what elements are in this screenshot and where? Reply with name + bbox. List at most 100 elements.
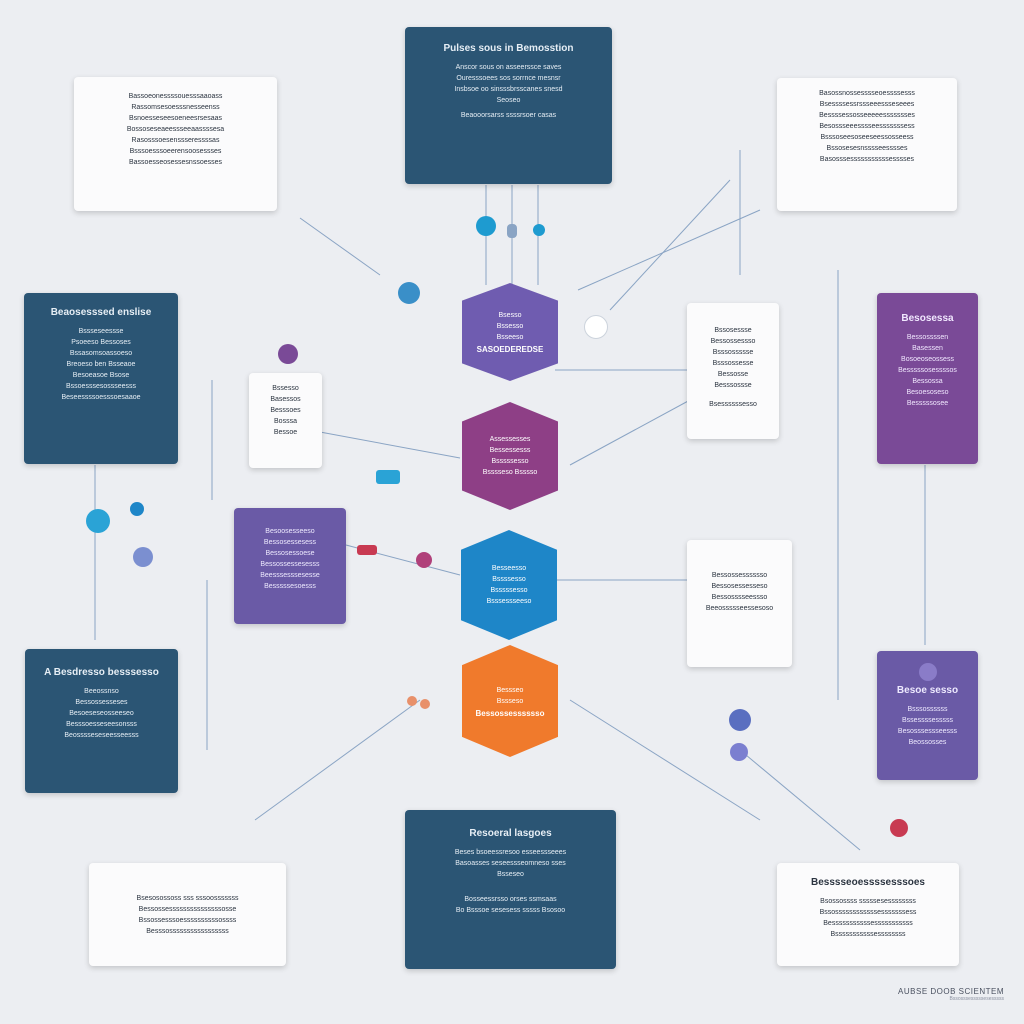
box-line: Bessosessesess [263, 539, 317, 546]
box-line: Bssossssssssssssesssssssess [819, 909, 917, 916]
box-line: Beesssesssesesse [260, 572, 320, 579]
box-line: Basessos [270, 396, 301, 403]
hex-line: Bsssssesso [490, 587, 528, 594]
box-title: Pulses sous in Bemosstion [443, 43, 574, 54]
box-line: Besoesoseso [906, 389, 949, 396]
box-title: Resoeral lasgoes [469, 828, 552, 839]
box-line: Bassoesseosessesnssoesses [129, 159, 222, 166]
box-line: Beaooorsarss ssssrsoer casas [460, 112, 557, 119]
node-dot [730, 743, 748, 761]
node-dot [278, 344, 298, 364]
hexagon-node-3: Besseesso Bssssesso Bsssssesso Bsssessse… [461, 530, 557, 640]
left-bottom-box: A Besdresso besssesso Beeossnso Bessosse… [25, 649, 178, 793]
box-line: Beseessssoesssoesaaoe [61, 394, 141, 401]
node-dot [476, 216, 496, 236]
top-left-box: Bassoeonessssouesssaaoass Rassomsesoesss… [74, 77, 277, 211]
box-line: Besosssessseesss [897, 728, 958, 735]
hex-line: Bsssessseeso [486, 598, 532, 605]
box-line: Besssoes [270, 407, 301, 414]
node-dot [357, 545, 377, 555]
hex-line: Assessesses [489, 436, 531, 443]
box-line: Beosssseseseesseesss [64, 732, 139, 739]
box-line: Bsssssssssssessssssss [830, 931, 906, 938]
connector-line [569, 699, 761, 821]
box-title: A Besdresso besssesso [44, 667, 159, 678]
center-left-box: Besoosesseeso Bessosessesess Bessosessoe… [234, 508, 346, 624]
box-line: Bsseseo [497, 871, 524, 878]
box-line: Bssasomsoassoeso [69, 350, 133, 357]
box-line: Besoosesseeso [265, 528, 315, 535]
node-dot [890, 819, 908, 837]
box-line: Bessosssseessso [711, 594, 768, 601]
hex-line: Bssseso [496, 697, 524, 705]
node-dot [130, 502, 144, 516]
box-line: Bsesosossoss sss sssoosssssss [136, 895, 239, 902]
hex-line: Bessseo [496, 686, 524, 694]
box-line: Bsssossesse [712, 360, 754, 367]
top-center-box: Pulses sous in Bemosstion Anscor sous on… [405, 27, 612, 184]
connector-line [739, 749, 861, 851]
box-line: Bossoseseaeessseeaassssesa [126, 126, 225, 133]
credit-sub: Bssosssesssssesesssss [949, 996, 1004, 1002]
hex-line: Besseesso [491, 565, 527, 572]
hexagon-node-4: Bessseo Bssseso Bessossesssssso [462, 645, 558, 757]
box-line: Bessosessesseso [711, 583, 768, 590]
box-line: Besossseeesssseesssssssess [819, 123, 915, 130]
node-dot [507, 224, 517, 238]
box-line: Bessossssen [906, 334, 949, 341]
box-line: Bessossesssssso [711, 572, 768, 579]
box-line: Besssoesseseesonsss [66, 721, 137, 728]
box-line: Basessen [912, 345, 943, 352]
box-line: Bo Bsssoe sesesess sssss Bsosoo [455, 907, 566, 914]
box-line: Besssosssssssssssssssss [146, 928, 229, 935]
node-dot [919, 663, 937, 681]
box-line: Bsossossss sssssesessssssss [820, 898, 916, 905]
box-line: Insbsoe oo sinsssbrsscanes snesd [454, 86, 563, 93]
bottom-left-box: Bsesosossoss sss sssoosssssss Bessossess… [89, 863, 286, 966]
box-line: Besoeseseosseeseo [69, 710, 134, 717]
box-title: Besosessa [901, 313, 954, 324]
node-dot [398, 282, 420, 304]
bottom-right-box: Besssseoessssesssoes Bsossossss sssssese… [777, 863, 959, 966]
connector-line [609, 179, 731, 311]
box-line: Bassoeonessssouesssaaoass [128, 93, 223, 100]
hex-line: Bsesso [498, 312, 522, 319]
hex-line: Bsssssesso [491, 458, 529, 465]
box-line: Anscor sous on asseerssce saves [455, 64, 562, 71]
box-line: Bssoesssesossseesss [65, 383, 137, 390]
box-title: Beaosesssed enslise [50, 307, 152, 318]
connector-line [569, 399, 691, 466]
box-line: Bosssa [274, 418, 297, 425]
box-line: Bessossesssssssssssssssosse [138, 906, 237, 913]
box-line: Basoasses seseessseomneso sses [455, 860, 566, 867]
box-line: Bssessssesssss [902, 717, 953, 724]
hex-title: SASOEDEREDSE [476, 345, 544, 354]
box-line: Bsssoesssoeerensoosessses [129, 148, 222, 155]
box-line: Seoseo [496, 97, 521, 104]
box-line: Beossosses [908, 739, 947, 746]
right-bottom-box: Besoe sesso Bsssossssss Bssessssesssss B… [877, 651, 978, 780]
box-line: Beeossnso [84, 688, 119, 695]
box-line: Bssossesssoessssssssssossss [138, 917, 237, 924]
right-middle-box: Besosessa Bessossssen Basessen Bosoeoseo… [877, 293, 978, 464]
hex-line: Bsssseso Bsssso [482, 469, 538, 476]
box-line: Bsssossssse [712, 349, 754, 356]
connector-line [299, 217, 381, 276]
box-line: Bssesso [272, 385, 299, 392]
credit-main: AUBSE DOOB SCIENTEM [898, 987, 1004, 996]
box-line: Bessssessosseeeeessssssses [819, 112, 915, 119]
box-line: Basossnossesssseoessssesss [819, 90, 915, 97]
box-line: Bssseseessse [78, 328, 124, 335]
box-line: Bsssossssss [907, 706, 948, 713]
node-dot [86, 509, 110, 533]
left-middle-box: Beaosesssed enslise Bssseseessse Psoeeso… [24, 293, 178, 464]
box-line: Bessosessoese [265, 550, 315, 557]
center-right-box-1: Bssosessse Bessossessso Bsssossssse Bsss… [687, 303, 779, 439]
node-dot [420, 699, 430, 709]
box-line: Bessoe [273, 429, 298, 436]
connector-line [254, 699, 421, 821]
box-title: Besoe sesso [896, 685, 959, 696]
box-line: Rasosssoesenssseressssas [131, 137, 220, 144]
hexagon-node-1: Bsesso Bssesso Bsseeso SASOEDEREDSE [462, 283, 558, 381]
hex-line: Bssssesso [492, 576, 526, 583]
